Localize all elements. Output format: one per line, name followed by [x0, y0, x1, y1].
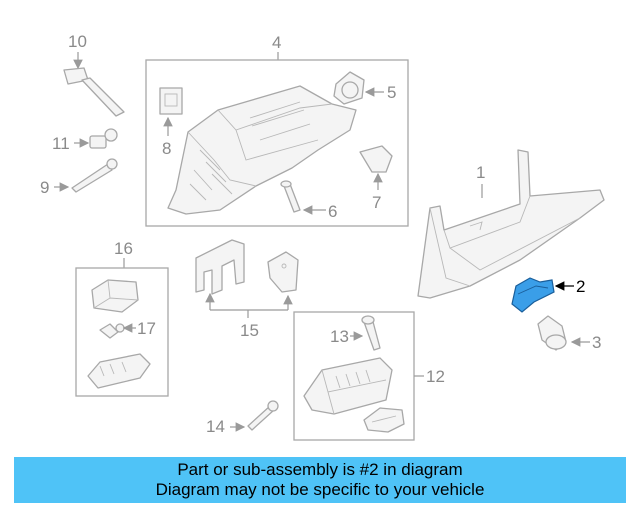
part-2: 2 [511, 277, 585, 313]
callout-6: 6 [328, 202, 337, 221]
callout-16: 16 [114, 239, 133, 258]
part-1: 1 [417, 149, 605, 299]
part-9: 9 [40, 158, 118, 197]
info-banner: Part or sub-assembly is #2 in diagram Di… [14, 457, 626, 503]
group-box-4 [145, 59, 409, 227]
banner-line-2: Diagram may not be specific to your vehi… [155, 480, 485, 499]
part-11: 11 [52, 128, 118, 153]
part-13: 13 [330, 315, 381, 351]
callout-8: 8 [162, 139, 171, 158]
callout-4: 4 [272, 33, 281, 52]
part-16-group: 16 17 [75, 239, 169, 397]
callout-5: 5 [387, 83, 396, 102]
callout-10: 10 [68, 32, 87, 51]
part-12-group: 12 13 [293, 311, 445, 441]
part-15-group: 15 [195, 239, 299, 340]
parts-diagram: 10 11 9 4 8 [40, 32, 605, 441]
part-4-group: 4 8 5 7 [145, 33, 409, 227]
part-6: 6 [280, 180, 337, 221]
part-3: 3 [537, 315, 601, 352]
part-7: 7 [359, 145, 393, 212]
callout-3: 3 [592, 333, 601, 352]
callout-2: 2 [576, 277, 585, 296]
group-box-16 [75, 267, 169, 397]
callout-15: 15 [240, 321, 259, 340]
part-14: 14 [206, 400, 279, 436]
part-5: 5 [333, 71, 396, 105]
callout-14: 14 [206, 417, 225, 436]
callout-11: 11 [52, 134, 70, 153]
callout-7: 7 [372, 193, 381, 212]
part-8: 8 [159, 87, 183, 158]
callout-1: 1 [476, 163, 485, 182]
part-2-highlight [511, 277, 555, 313]
callout-9: 9 [40, 178, 49, 197]
callout-17: 17 [137, 319, 156, 338]
part-10: 10 [63, 32, 125, 117]
callout-13: 13 [330, 327, 349, 346]
part-17: 17 [99, 319, 156, 339]
callout-12: 12 [426, 367, 445, 386]
banner-line-1: Part or sub-assembly is #2 in diagram [177, 460, 463, 479]
